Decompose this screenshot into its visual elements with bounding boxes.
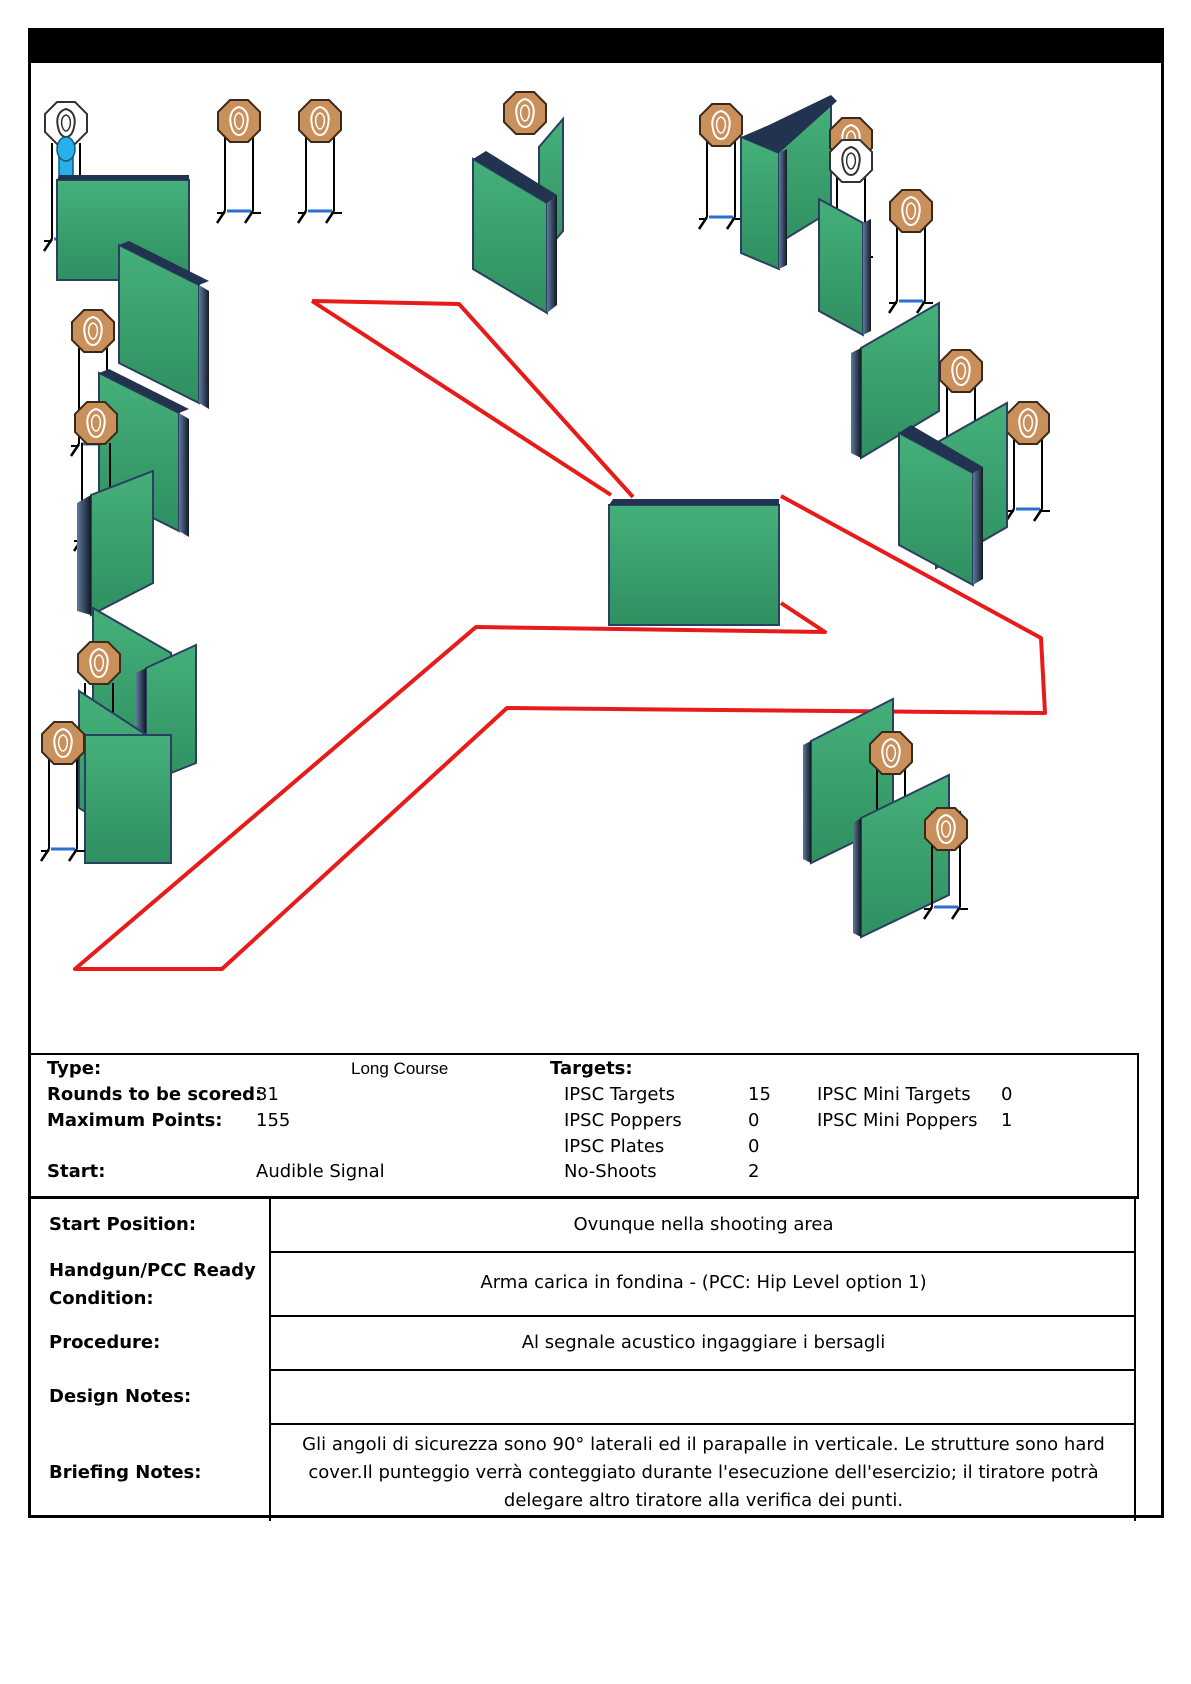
start-label: Start: (47, 1161, 106, 1182)
stand-target-right-2 (887, 189, 935, 315)
wall-right-top (740, 95, 837, 271)
briefing-notes-label: Briefing Notes: (49, 1462, 202, 1483)
maxpoints-value: 155 (256, 1110, 291, 1131)
ipsc-targets-label: IPSC Targets (564, 1084, 675, 1105)
start-position-label: Start Position: (49, 1214, 197, 1235)
wall-left-2 (118, 241, 209, 409)
stand-target-top-1 (215, 99, 263, 225)
targets-label: Targets: (550, 1058, 633, 1079)
noshoots-label: No-Shoots (564, 1161, 657, 1182)
mini-targets-value: 0 (1001, 1084, 1013, 1105)
stand-target-right-1 (697, 103, 745, 231)
start-value: Audible Signal (256, 1161, 385, 1182)
procedure-label: Procedure: (49, 1332, 161, 1353)
ipsc-targets-value: 15 (748, 1084, 771, 1105)
wall-left-4 (77, 469, 154, 617)
stage-description: Start Position: Ovunque nella shooting a… (31, 1199, 1161, 1521)
design-notes-label: Design Notes: (49, 1386, 192, 1407)
shooting-area-boundary (73, 299, 1047, 971)
noshoots-value: 2 (748, 1161, 760, 1182)
procedure-value: Al segnale acustico ingaggiare i bersagl… (521, 1332, 886, 1353)
ready-condition-value: Arma carica in fondina - (PCC: Hip Level… (480, 1272, 927, 1293)
stage-sheet: Type: Long Course Targets: Rounds to be … (28, 28, 1164, 1521)
wall-center (608, 499, 780, 626)
stand-target-top-2 (296, 99, 344, 225)
wall-center-top (472, 91, 564, 315)
briefing-notes-line-2: cover.Il punteggio verrà conteggiato dur… (308, 1462, 1099, 1483)
ipsc-plates-value: 0 (748, 1136, 760, 1157)
mini-poppers-label: IPSC Mini Poppers (817, 1110, 978, 1131)
stage-info: Type: Long Course Targets: Rounds to be … (31, 1053, 1139, 1199)
briefing-notes-line-1: Gli angoli di sicurezza sono 90° lateral… (302, 1434, 1105, 1455)
ipsc-poppers-value: 0 (748, 1110, 760, 1131)
stage-diagram (39, 91, 1052, 971)
title-bar (31, 31, 1161, 63)
mini-targets-label: IPSC Mini Targets (817, 1084, 971, 1105)
ready-condition-label-2: Condition: (49, 1288, 154, 1309)
start-position-value: Ovunque nella shooting area (573, 1214, 834, 1235)
wall-right-2 (818, 197, 871, 337)
rounds-label: Rounds to be scored: (47, 1084, 263, 1105)
mini-poppers-value: 1 (1001, 1110, 1013, 1131)
stand-target-right-4 (1004, 401, 1052, 523)
ipsc-poppers-label: IPSC Poppers (564, 1110, 682, 1131)
wall-right-3 (851, 301, 940, 460)
rounds-value: 31 (256, 1084, 279, 1105)
briefing-notes-line-3: delegare altro tiratore alla verifica de… (503, 1490, 904, 1511)
wall-right-4 (898, 401, 1008, 587)
type-value: Long Course (351, 1059, 449, 1078)
maxpoints-label: Maximum Points: (47, 1110, 223, 1131)
ready-condition-label-1: Handgun/PCC Ready (49, 1260, 256, 1281)
wall-left-6 (78, 689, 172, 864)
type-label: Type: (47, 1058, 102, 1079)
wall-bottom-right-2 (853, 773, 950, 939)
ipsc-plates-label: IPSC Plates (564, 1136, 665, 1157)
